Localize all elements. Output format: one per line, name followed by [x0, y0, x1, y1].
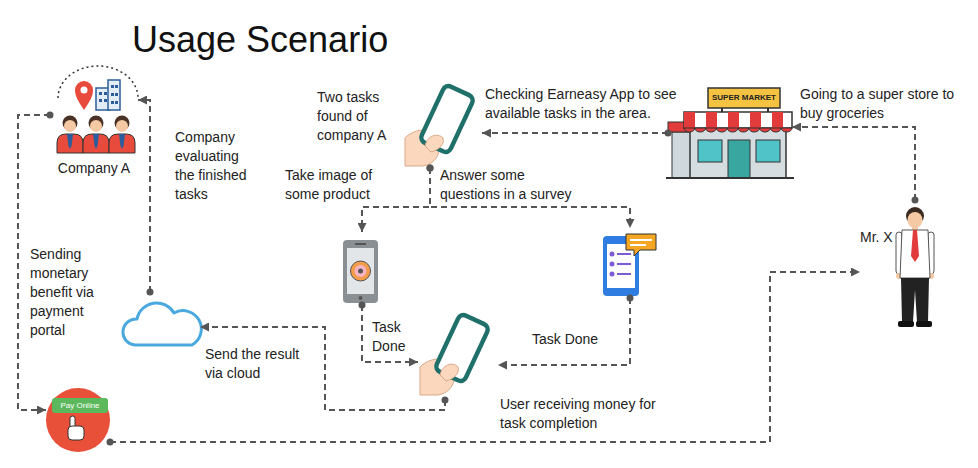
- icon-node: Answer some questions in a survey: [600, 228, 658, 298]
- node-label: User receiving money for task completion: [500, 395, 678, 433]
- icon-node: Send the result via cloud: [125, 292, 200, 352]
- dashed-connector: [362, 165, 434, 233]
- edge-label: Going to a super store to buy groceries: [800, 85, 972, 123]
- connector-line: [18, 115, 50, 410]
- node-label: SUPER MARKET: [708, 88, 780, 108]
- dashed-connector: [200, 327, 449, 410]
- connector-dot: [107, 439, 114, 446]
- connector-dot: [627, 295, 634, 302]
- connector-dot: [147, 289, 154, 296]
- connector-dot: [427, 165, 434, 172]
- dashed-connector: [498, 295, 634, 366]
- node-label: Answer some questions in a survey: [440, 166, 580, 204]
- phone-hand-icon: [420, 313, 490, 395]
- connector-line: [792, 127, 915, 200]
- icon-node: Mr. X: [860, 200, 945, 335]
- dashed-connector: [792, 127, 919, 204]
- connector-line: [498, 298, 630, 365]
- dashed-connector: [107, 272, 861, 446]
- node-label: Take image of some product: [285, 166, 385, 204]
- node-label: Mr. X: [860, 228, 893, 247]
- connector-dot: [912, 197, 919, 204]
- connector-line: [110, 272, 860, 442]
- connector-line: [200, 327, 445, 410]
- edge-label: Checking Earneasy App to see available t…: [485, 85, 685, 123]
- connector-dot: [359, 302, 366, 309]
- dashed-connector: [359, 302, 419, 363]
- phone-hand-icon: [405, 84, 475, 166]
- connector-line: [482, 132, 668, 134]
- dashed-connector: [427, 165, 631, 229]
- icon-node: Take image of some product: [340, 232, 380, 305]
- connector-dot: [47, 112, 54, 119]
- node-label: Pay Online: [52, 398, 108, 413]
- edge-label: Sending monetary benefit via payment por…: [30, 245, 108, 339]
- edge-label: Task Done: [532, 330, 598, 349]
- icon-node: Pay Online: [46, 388, 110, 452]
- icon-node: Two tasks found of company A: [405, 85, 482, 168]
- dashed-connector: [482, 130, 672, 137]
- icon-node: Company A: [50, 75, 138, 178]
- person-icon: [896, 207, 934, 327]
- edge-label: Company evaluating the finished tasks: [175, 128, 261, 204]
- cloud-icon: [123, 303, 201, 345]
- node-label: Send the result via cloud: [205, 345, 317, 383]
- company-icon: [57, 66, 138, 153]
- camera-phone-icon: [343, 240, 378, 303]
- connector-line: [362, 168, 430, 232]
- icon-node: SUPER MARKET: [668, 85, 792, 182]
- edge-label: Task Done: [372, 318, 414, 356]
- store-icon: [666, 88, 794, 178]
- survey-phone-icon: [603, 234, 656, 296]
- connector-dot: [665, 130, 672, 137]
- connector-dot: [442, 397, 449, 404]
- connector-line: [362, 305, 418, 362]
- node-label: Two tasks found of company A: [317, 88, 399, 145]
- node-label: Company A: [50, 159, 138, 178]
- payment-icon: [46, 388, 110, 452]
- icon-node: User receiving money for task completion: [418, 312, 498, 400]
- diagram-title: Usage Scenario: [132, 18, 388, 61]
- connector-line: [138, 100, 150, 292]
- dashed-connector: [138, 100, 154, 296]
- connector-dot: [427, 165, 434, 172]
